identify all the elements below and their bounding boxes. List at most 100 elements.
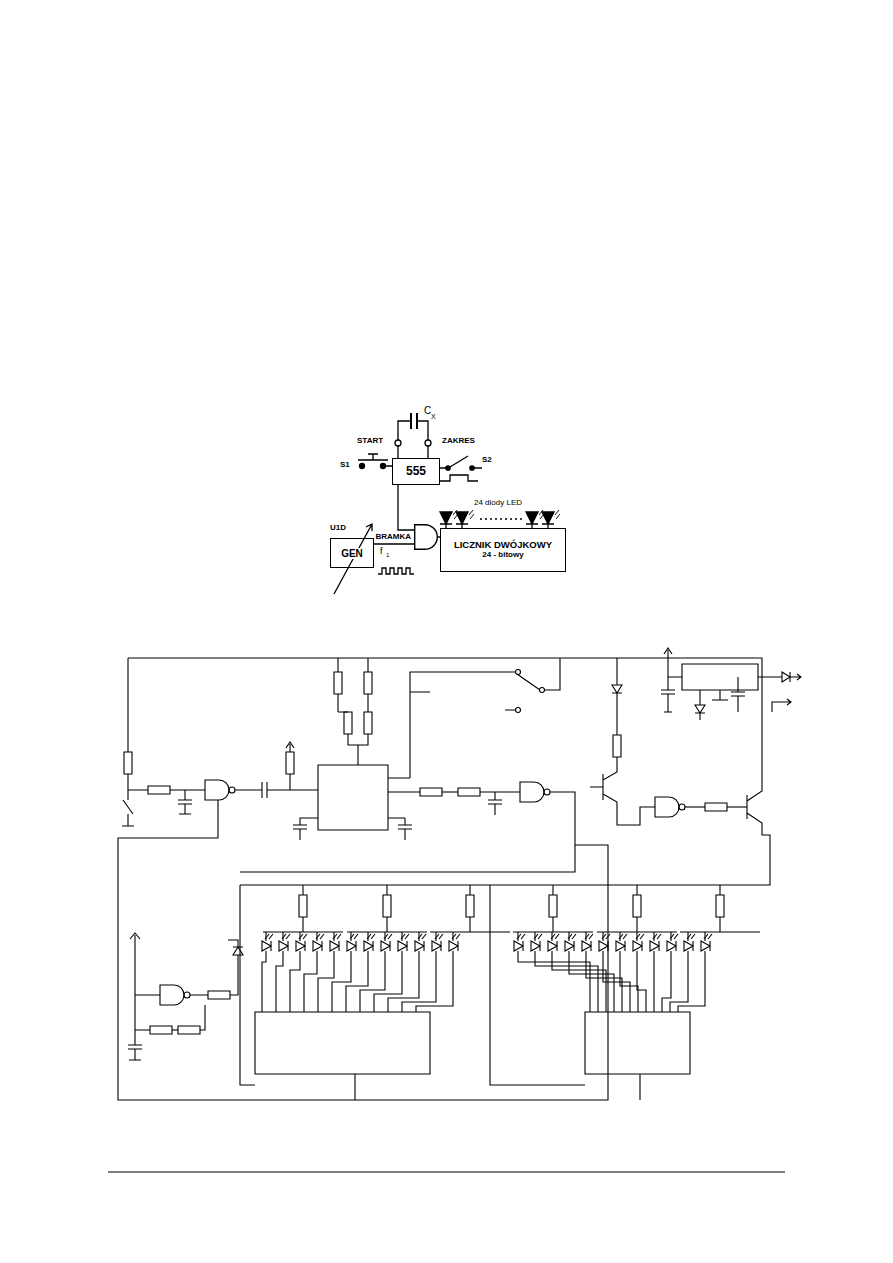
wire bbox=[637, 951, 646, 1012]
wire bbox=[401, 932, 402, 941]
wire bbox=[129, 933, 141, 1060]
led-symbol bbox=[262, 941, 271, 951]
capacitor-symbol bbox=[488, 800, 502, 804]
wire bbox=[265, 932, 266, 941]
wire bbox=[619, 932, 620, 941]
wire bbox=[316, 932, 317, 941]
wire bbox=[290, 951, 300, 1012]
gate-bubble bbox=[679, 804, 685, 810]
switch-contact bbox=[446, 466, 450, 470]
led-symbol bbox=[364, 941, 373, 951]
led-symbol bbox=[667, 941, 676, 951]
led-symbol bbox=[415, 941, 424, 951]
tuning-arrow bbox=[334, 524, 372, 594]
footer-rule bbox=[108, 1171, 785, 1172]
resistor-symbol bbox=[148, 786, 170, 794]
wire bbox=[534, 932, 535, 941]
wire bbox=[585, 932, 586, 941]
wire bbox=[172, 1029, 178, 1030]
resistor-symbol bbox=[458, 788, 480, 796]
signal-wire bbox=[398, 485, 414, 530]
wire bbox=[235, 782, 318, 798]
switch-contact bbox=[470, 466, 474, 470]
capacitor-symbol bbox=[661, 690, 675, 694]
wire bbox=[670, 951, 688, 1012]
resistor-symbol bbox=[178, 1026, 200, 1034]
wire bbox=[402, 951, 436, 1012]
transistor-symbol bbox=[240, 658, 770, 885]
wire bbox=[737, 677, 738, 712]
switch-contact bbox=[360, 464, 365, 469]
wire bbox=[678, 951, 705, 1012]
terminal bbox=[395, 440, 401, 446]
gate-symbol bbox=[520, 782, 544, 802]
resistor-symbol bbox=[633, 895, 641, 917]
wire bbox=[384, 932, 385, 941]
gate-bubble bbox=[229, 787, 235, 793]
and-gate-shape bbox=[415, 525, 438, 550]
led-symbol bbox=[695, 690, 705, 720]
wire bbox=[304, 951, 317, 1012]
led-symbol bbox=[531, 941, 540, 951]
generator-box: U1DGEN bbox=[330, 538, 374, 568]
led-symbol bbox=[279, 941, 288, 951]
wire bbox=[190, 995, 208, 1030]
wire bbox=[286, 742, 294, 752]
wire bbox=[551, 932, 552, 941]
resistor-symbol bbox=[383, 895, 391, 917]
wire bbox=[367, 932, 368, 941]
wire bbox=[388, 778, 420, 840]
wire bbox=[276, 951, 283, 1012]
wire bbox=[550, 792, 575, 800]
wire bbox=[685, 806, 705, 807]
wire bbox=[127, 658, 128, 752]
wire bbox=[704, 932, 705, 941]
wire bbox=[653, 932, 654, 941]
led-caption: 24 diody LED bbox=[474, 499, 522, 507]
wire bbox=[416, 951, 453, 1012]
wire bbox=[418, 932, 419, 941]
box-title: 555 bbox=[405, 465, 427, 478]
wire bbox=[517, 932, 518, 941]
wire bbox=[452, 932, 453, 941]
led-symbol bbox=[398, 941, 407, 951]
led-symbol bbox=[296, 941, 305, 951]
led-symbol bbox=[514, 941, 523, 951]
wire bbox=[338, 712, 368, 765]
led-symbol bbox=[548, 941, 557, 951]
switch-contact bbox=[540, 688, 545, 693]
unit-label: U1D bbox=[330, 524, 346, 533]
wire bbox=[332, 951, 351, 1012]
gate-symbol bbox=[205, 780, 229, 800]
wire bbox=[687, 932, 688, 941]
led-rays bbox=[453, 510, 560, 519]
led-symbol bbox=[582, 941, 591, 951]
supply-rail bbox=[128, 648, 672, 658]
wire bbox=[410, 672, 505, 778]
wire bbox=[442, 791, 458, 792]
wire bbox=[602, 932, 603, 941]
subscript: 1 bbox=[386, 552, 389, 558]
feedback-wire bbox=[118, 800, 608, 1100]
led-symbol bbox=[381, 941, 390, 951]
led-symbol bbox=[701, 941, 710, 951]
led-symbol bbox=[565, 941, 574, 951]
box-subtitle: 24 - bitowy bbox=[481, 551, 524, 560]
wire bbox=[347, 885, 427, 932]
resistor-symbol bbox=[344, 712, 352, 734]
wire bbox=[653, 951, 654, 1012]
resistor-symbol bbox=[364, 672, 372, 694]
wire bbox=[289, 774, 290, 790]
gate-symbol bbox=[160, 985, 184, 1005]
switch-contact bbox=[516, 670, 521, 675]
wire bbox=[240, 885, 640, 1100]
and-gate-outline bbox=[414, 524, 438, 550]
led-symbol bbox=[684, 941, 693, 951]
box-title: LICZNIK DWÓJKOWY bbox=[453, 540, 553, 550]
resistor-symbol bbox=[613, 735, 621, 757]
resistor-symbol bbox=[705, 803, 727, 811]
led-symbol bbox=[650, 941, 659, 951]
